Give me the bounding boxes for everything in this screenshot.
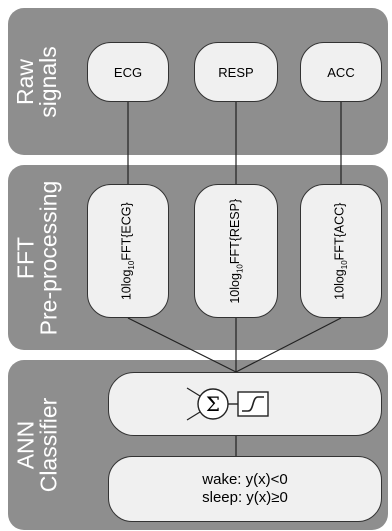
fft-acc-box: 10log10FFT{ACC} [300, 184, 382, 318]
wake-rule: wake: y(x)<0 [202, 471, 288, 488]
acc-to-neuron-line [235, 317, 342, 373]
resp-signal-box: RESP [194, 42, 278, 102]
ecg-signal-box: ECG [87, 42, 169, 102]
sleep-rule: sleep: y(x)≥0 [202, 489, 288, 506]
sum-symbol: Σ [206, 392, 220, 416]
fft-resp-box: 10log10FFT{RESP} [194, 184, 278, 318]
ecg-to-neuron-line [127, 317, 237, 373]
sigmoid-curve-icon [242, 396, 264, 412]
classification-output-box: wake: y(x)<0 sleep: y(x)≥0 [108, 456, 382, 522]
neuron-diagram: Σ [186, 387, 269, 421]
acc-signal-box: ACC [300, 42, 382, 102]
fft-ecg-box: 10log10FFT{ECG} [87, 184, 169, 318]
neuron-box: Σ [108, 372, 382, 436]
